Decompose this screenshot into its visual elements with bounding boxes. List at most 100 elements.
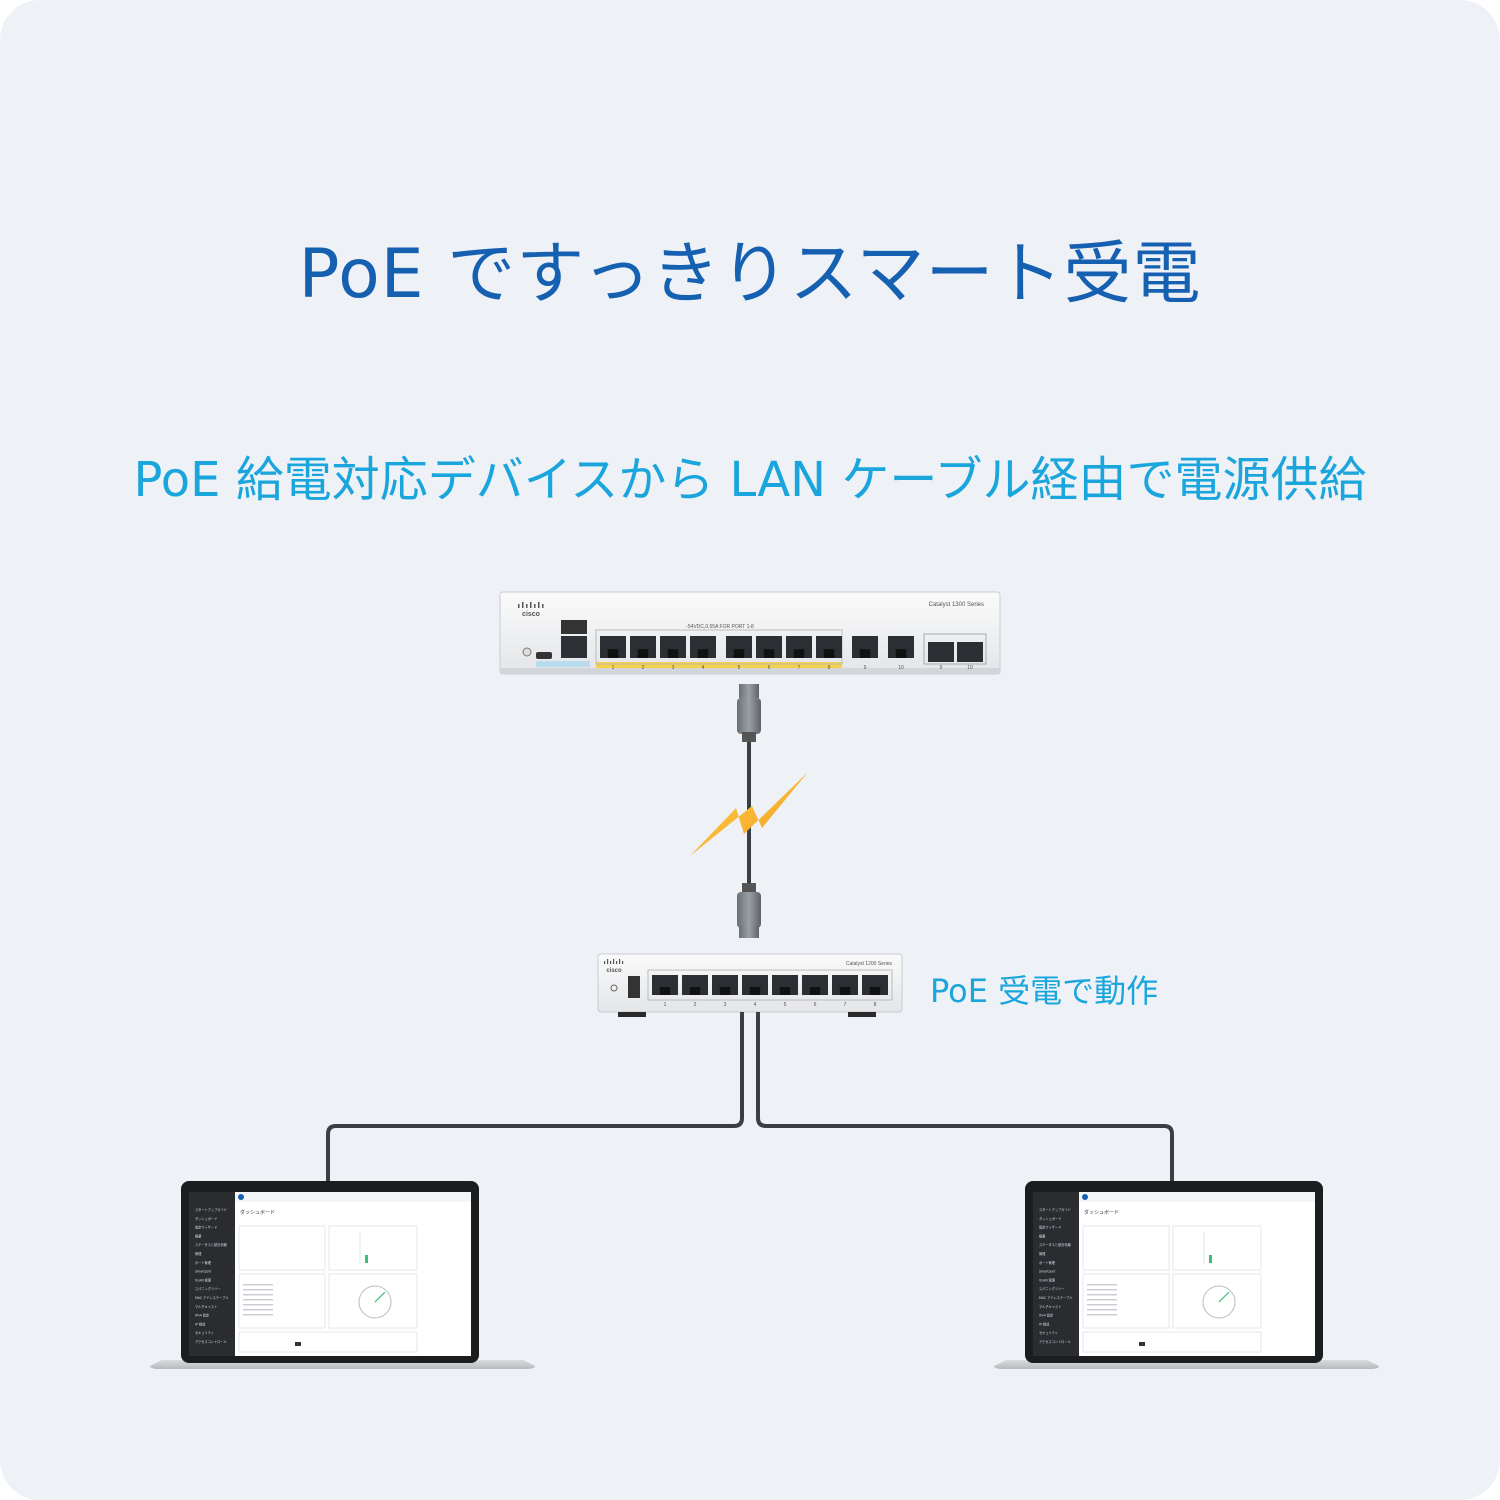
- screen-menu-item: セキュリティ: [195, 1330, 214, 1335]
- client-cables: [326, 1012, 1174, 1184]
- screen-title: ダッシュボード: [240, 1209, 275, 1216]
- screen-menu-item: 設定ウィザード: [195, 1225, 217, 1230]
- sfp-port-icon: [957, 642, 983, 662]
- reset-button-icon: [610, 984, 618, 992]
- port-label: 10: [967, 665, 973, 671]
- laptop-right: スタートアップガイドダッシュボード設定ウィザード概要ステータスと統計情報管理ポー…: [994, 1181, 1379, 1369]
- screen-menu-item: 概要: [195, 1233, 202, 1238]
- screen-menu-item: ステータスと統計情報: [195, 1242, 228, 1247]
- ethernet-port-icon: [660, 636, 686, 658]
- usb-port-icon: [561, 620, 587, 634]
- ethernet-port-icon: [888, 636, 914, 658]
- port-label: 6: [768, 665, 771, 671]
- port-label: 8: [828, 665, 831, 671]
- ethernet-port-icon: [682, 975, 708, 995]
- rj45-plug-icon: [739, 684, 759, 698]
- screen-menu-item: ポート管理: [195, 1260, 212, 1265]
- port-label: 5: [738, 665, 741, 671]
- subline: PoE 給電対応デバイスから LAN ケーブル経由で電源供給: [133, 452, 1367, 508]
- small-switch-series: Catalyst 1200 Series: [846, 961, 893, 967]
- ethernet-port-icon: [832, 975, 858, 995]
- poe-powered-label: PoE 受電で動作: [930, 972, 1159, 1010]
- screen-menu-item: Smartport: [195, 1270, 212, 1274]
- screen-menu-item: ダッシュボード: [195, 1216, 217, 1221]
- screen-menu-item: アクセスコントロール: [195, 1339, 228, 1344]
- port-label: 6: [814, 1002, 817, 1008]
- port-label: 4: [702, 665, 705, 671]
- screen-menu-item: ポート管理: [1039, 1260, 1056, 1265]
- screen-sidebar: [189, 1192, 235, 1356]
- port-label: 2: [642, 665, 645, 671]
- screen-menu-item: 設定ウィザード: [1039, 1225, 1061, 1230]
- ethernet-port-icon: [852, 636, 878, 658]
- usb-port-icon: [628, 976, 640, 998]
- port-label: 2: [694, 1002, 697, 1008]
- port-label: 1: [612, 665, 615, 671]
- screen-menu-item: 管理: [1039, 1251, 1046, 1256]
- cisco-logo-icon: [604, 959, 624, 964]
- screen-menu-item: ダッシュボード: [1039, 1216, 1061, 1221]
- rj45-plug-icon: [737, 892, 761, 928]
- port-label: 9: [864, 665, 867, 671]
- port-label: 9: [940, 665, 943, 671]
- screen-menu-item: マルチキャスト: [1039, 1304, 1061, 1309]
- screen-menu-item: VLAN 管理: [1039, 1277, 1056, 1282]
- ethernet-port-icon: [802, 975, 828, 995]
- screen-menu-item: IP 構成: [195, 1321, 206, 1326]
- ethernet-port-icon: [690, 636, 716, 658]
- reset-button-icon: [522, 647, 532, 657]
- screen-title: ダッシュボード: [1084, 1209, 1119, 1216]
- screen-menu-item: 概要: [1039, 1233, 1046, 1238]
- mgmt-strip: [536, 661, 590, 667]
- usb-c-port-icon: [536, 652, 552, 659]
- poe-strip: [596, 662, 842, 668]
- port-label: 4: [754, 1002, 757, 1008]
- large-switch-series: Catalyst 1300 Series: [929, 602, 984, 608]
- port-label: 10: [898, 665, 904, 671]
- screen-sidebar: [1033, 1192, 1079, 1356]
- screen-menu-item: MAC アドレステーブル: [1039, 1295, 1073, 1300]
- screen-menu-item: スタートアップガイド: [195, 1207, 227, 1212]
- cisco-logo-icon: [518, 602, 544, 608]
- ethernet-port-icon: [726, 636, 752, 658]
- port-label: 3: [724, 1002, 727, 1008]
- ethernet-port-icon: [786, 636, 812, 658]
- screen-menu-item: アクセスコントロール: [1039, 1339, 1072, 1344]
- headline: PoE ですっきりスマート受電: [298, 235, 1202, 314]
- screen-menu-item: 管理: [195, 1251, 202, 1256]
- screen-menu-item: VLAN 管理: [195, 1277, 212, 1282]
- ethernet-port-icon: [600, 636, 626, 658]
- power-lightning-icon: [690, 772, 808, 856]
- laptop-left: スタートアップガイドダッシュボード設定ウィザード概要ステータスと統計情報管理ポー…: [150, 1181, 535, 1369]
- screen-menu-item: セキュリティ: [1039, 1330, 1058, 1335]
- ethernet-port-icon: [756, 636, 782, 658]
- screen-menu-item: スパニングツリー: [1039, 1286, 1065, 1291]
- ethernet-port-icon: [742, 975, 768, 995]
- large-switch-brand: cisco: [522, 611, 540, 618]
- large-switch-power-note: -54VDC,0.55A FOR PORT 1-8: [686, 624, 754, 630]
- port-label: 3: [672, 665, 675, 671]
- screen-menu-item: スタートアップガイド: [1039, 1207, 1071, 1212]
- port-label: 5: [784, 1002, 787, 1008]
- console-port-icon: [561, 636, 587, 658]
- small-switch-brand: cisco: [606, 968, 622, 974]
- screen-menu-item: Smartport: [1039, 1270, 1056, 1274]
- ethernet-port-icon: [712, 975, 738, 995]
- ethernet-port-icon: [772, 975, 798, 995]
- screen-menu-item: MAC アドレステーブル: [195, 1295, 229, 1300]
- screen-menu-item: マルチキャスト: [195, 1304, 217, 1309]
- ethernet-port-icon: [630, 636, 656, 658]
- large-switch: cisco Catalyst 1300 Series -54VDC,0.55A …: [499, 591, 1001, 675]
- screen-menu-item: IP 構成: [1039, 1321, 1050, 1326]
- ethernet-port-icon: [652, 975, 678, 995]
- screen-menu-item: IPv4 設定: [1039, 1313, 1054, 1318]
- screen-menu-item: スパニングツリー: [195, 1286, 221, 1291]
- sfp-port-icon: [928, 642, 954, 662]
- screen-menu-item: ステータスと統計情報: [1039, 1242, 1072, 1247]
- port-label: 7: [844, 1002, 847, 1008]
- ethernet-port-icon: [816, 636, 842, 658]
- port-label: 8: [874, 1002, 877, 1008]
